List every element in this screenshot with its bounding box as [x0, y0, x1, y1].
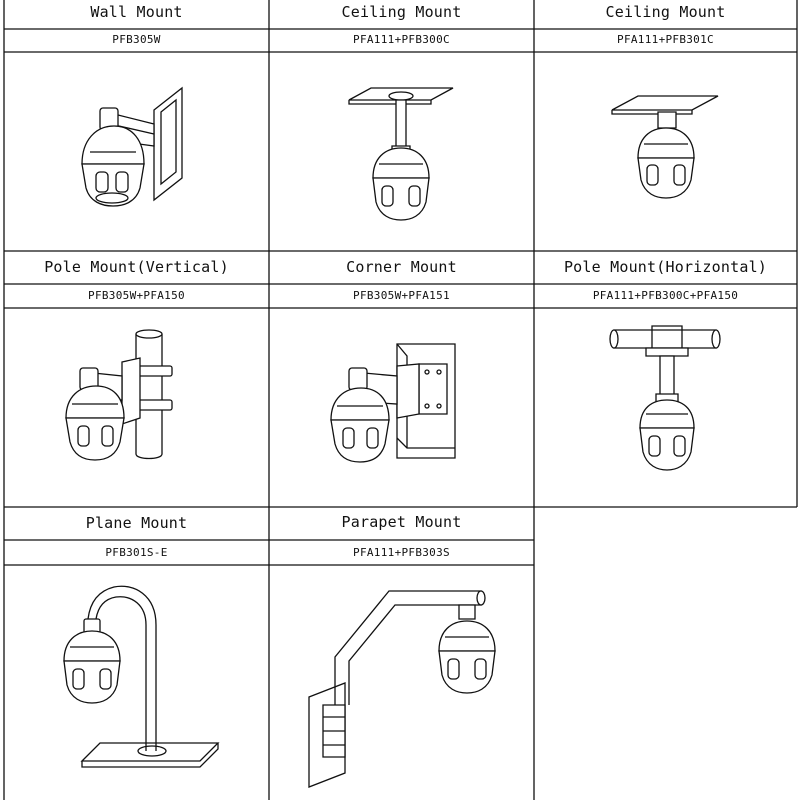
mount-card-ceiling-pendant: Ceiling Mount PFA111+PFB300C: [269, 0, 534, 251]
mount-model: PFB305W+PFA150: [88, 289, 185, 302]
mount-model: PFA111+PFB303S: [353, 546, 450, 559]
mount-title: Pole Mount(Horizontal): [563, 258, 768, 276]
ceiling-mount-flush-illustration: [534, 52, 797, 251]
mount-title: Parapet Mount: [341, 513, 462, 531]
mount-model: PFB301S-E: [105, 546, 168, 559]
wall-mount-illustration: [4, 52, 269, 251]
mount-card-pole-vertical: Pole Mount(Vertical) PFB305W+PFA150: [4, 251, 269, 507]
mount-card-parapet: Parapet Mount PFA111+PFB303S: [269, 507, 534, 800]
ceiling-mount-pendant-illustration: [269, 52, 534, 251]
parapet-mount-illustration: [269, 565, 534, 800]
mount-model: PFB305W: [112, 33, 161, 46]
mount-card-wall: Wall Mount PFB305W: [4, 0, 269, 251]
mount-title: Ceiling Mount: [605, 3, 726, 21]
mount-card-ceiling-flush: Ceiling Mount PFA111+PFB301C: [534, 0, 797, 251]
mount-title: Pole Mount(Vertical): [44, 258, 229, 276]
mount-card-corner: Corner Mount PFB305W+PFA151: [269, 251, 534, 507]
pole-mount-horizontal-illustration: [534, 308, 797, 507]
mount-model: PFA111+PFB300C: [353, 33, 450, 46]
corner-mount-illustration: [269, 308, 534, 507]
mount-title: Ceiling Mount: [341, 3, 462, 21]
pole-mount-vertical-illustration: [4, 308, 269, 507]
mount-card-pole-horizontal: Pole Mount(Horizontal) PFA111+PFB300C+PF…: [534, 251, 797, 507]
mount-title: Corner Mount: [346, 258, 457, 276]
mount-model: PFA111+PFB300C+PFA150: [592, 289, 739, 302]
mount-model: PFA111+PFB301C: [617, 33, 714, 46]
mount-model: PFB305W+PFA151: [353, 289, 450, 302]
mount-title: Wall Mount: [90, 3, 183, 21]
plane-mount-illustration: [4, 565, 269, 800]
mount-card-plane: Plane Mount PFB301S-E: [4, 507, 269, 800]
mount-title: Plane Mount: [85, 514, 188, 532]
